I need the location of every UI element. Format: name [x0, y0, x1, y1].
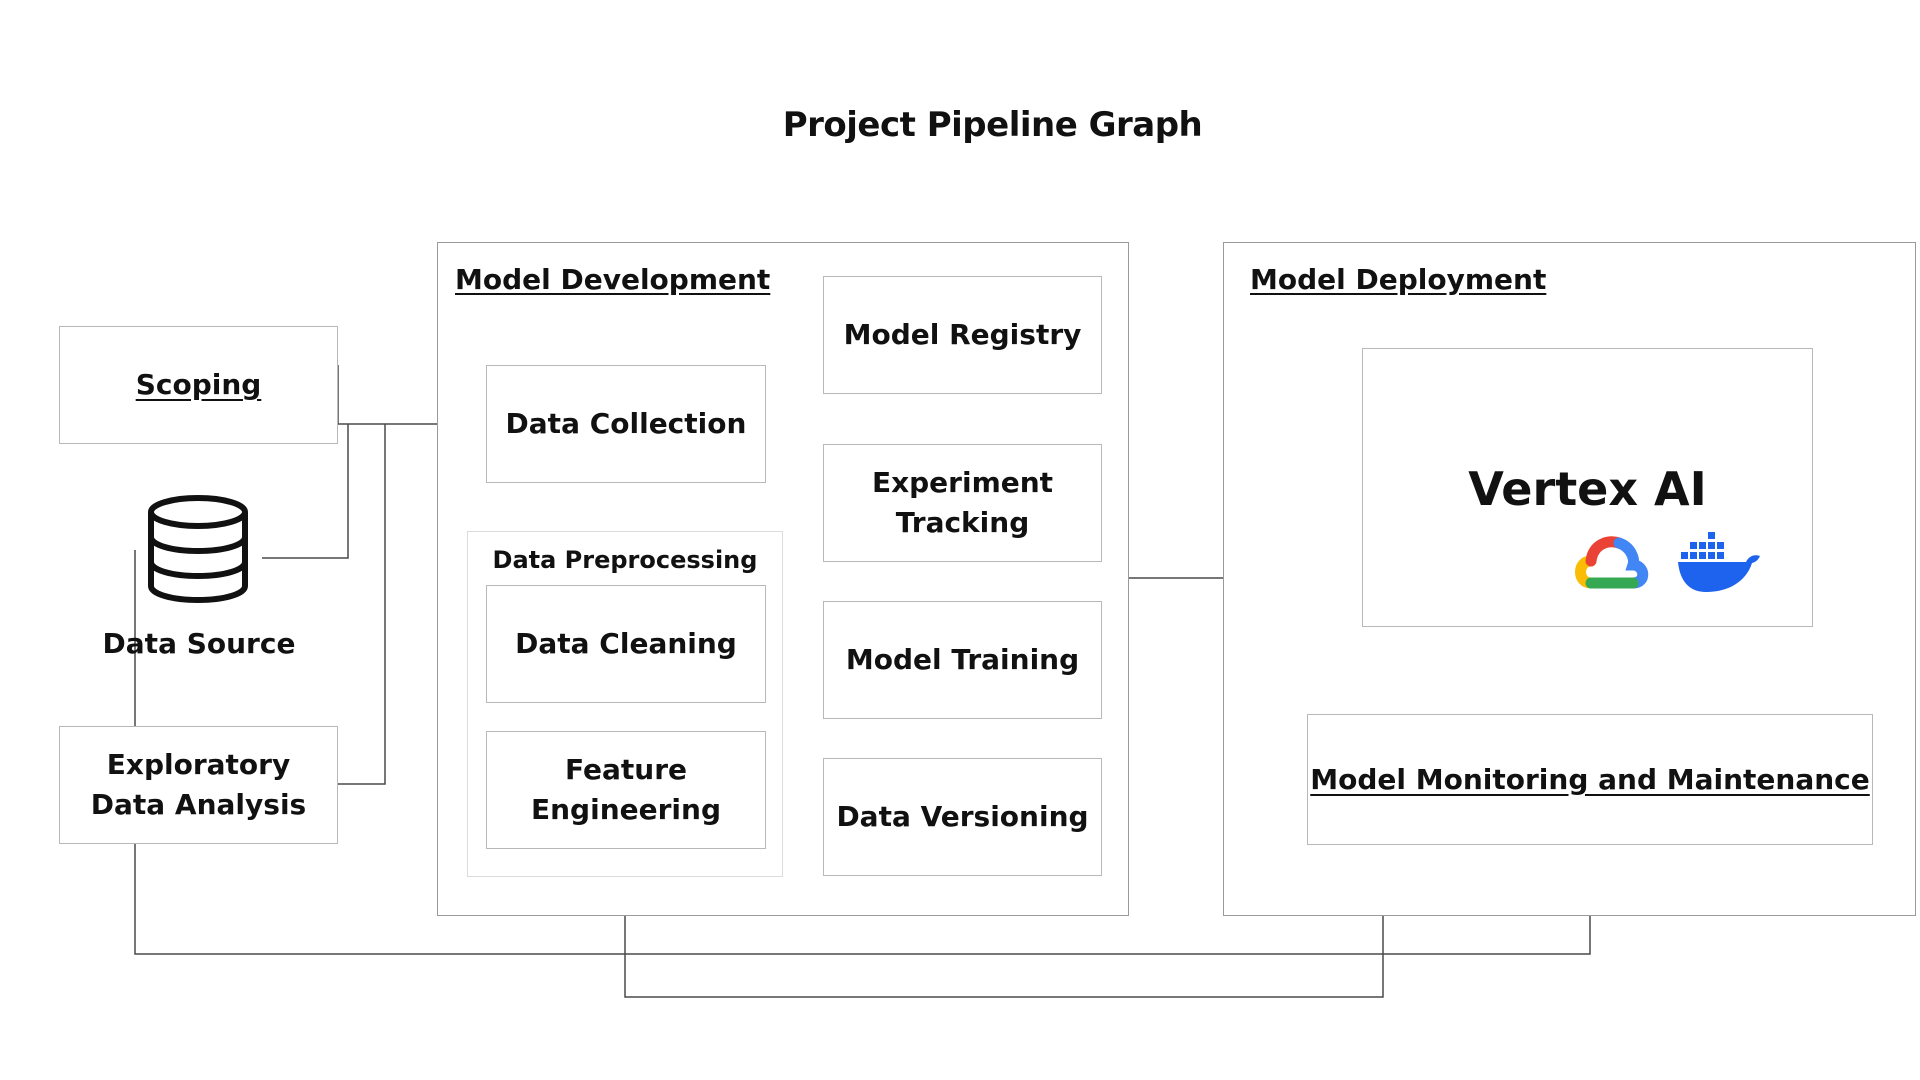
node-data-collection[interactable]: Data Collection	[486, 365, 766, 483]
node-eda-label: Exploratory Data Analysis	[90, 748, 307, 821]
connector-scoping-to-collection	[337, 365, 486, 425]
data-source-label: Data Source	[102, 627, 296, 660]
panel-model-development-title: Model Development	[455, 263, 771, 296]
node-model-registry-label: Model Registry	[843, 318, 1082, 351]
node-scoping-label: Scoping	[135, 368, 262, 401]
node-model-training[interactable]: Model Training	[823, 601, 1102, 719]
connector-source-to-collection	[262, 424, 349, 559]
subpanel-data-preprocessing-title: Data Preprocessing	[492, 546, 758, 574]
node-feature-engineering[interactable]: Feature Engineering	[486, 731, 766, 849]
node-data-cleaning[interactable]: Data Cleaning	[486, 585, 766, 703]
node-model-training-label: Model Training	[845, 643, 1080, 676]
node-feature-engineering-label: Feature Engineering	[531, 753, 721, 826]
google-cloud-icon	[1575, 536, 1649, 589]
node-vertex-ai-label: Vertex AI	[1468, 462, 1707, 516]
node-scoping[interactable]: Scoping	[59, 326, 338, 444]
node-model-registry[interactable]: Model Registry	[823, 276, 1102, 394]
node-model-monitoring-label: Model Monitoring and Maintenance	[1310, 762, 1870, 796]
node-data-versioning[interactable]: Data Versioning	[823, 758, 1102, 876]
docker-icon	[1678, 532, 1760, 592]
database-icon	[148, 495, 248, 604]
node-data-cleaning-label: Data Cleaning	[515, 627, 737, 660]
connector-eda-to-collection	[338, 424, 386, 785]
page-title: Project Pipeline Graph	[782, 105, 1203, 145]
panel-model-deployment-title: Model Deployment	[1250, 263, 1547, 296]
connector-monitoring-to-preprocessing-loop	[624, 845, 1384, 998]
node-experiment-tracking[interactable]: Experiment Tracking	[823, 444, 1102, 562]
node-experiment-tracking-label: Experiment Tracking	[871, 466, 1054, 539]
node-data-collection-label: Data Collection	[505, 407, 747, 440]
node-model-monitoring[interactable]: Model Monitoring and Maintenance	[1307, 714, 1873, 845]
node-eda[interactable]: Exploratory Data Analysis	[59, 726, 338, 844]
node-data-versioning-label: Data Versioning	[836, 800, 1089, 833]
